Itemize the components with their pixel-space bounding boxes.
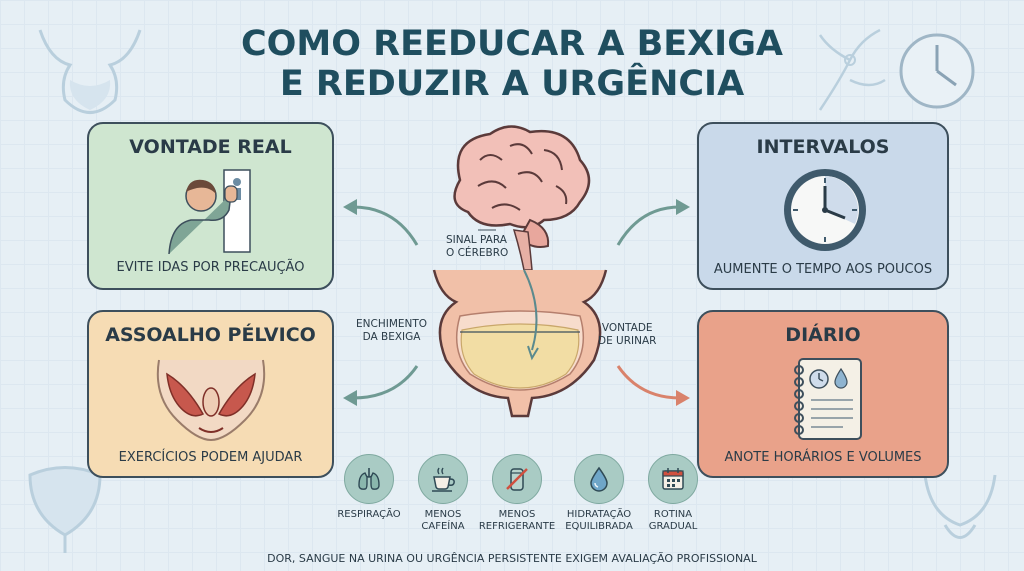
bladder-icon [432,269,608,418]
pelvic-floor-muscles-icon [156,359,266,442]
bladder-outline-decoration-bottom-left [28,466,102,553]
label-sinal-para-o-cerebro: SINAL PARA O CÉREBRO [446,234,509,259]
card-caption: EVITE IDAS POR PRECAUÇÃO [116,260,305,275]
title-line-2: E REDUZIR A URGÊNCIA [279,64,745,104]
card-caption: ANOTE HORÁRIOS E VOLUMES [724,450,922,465]
card-caption: EXERCÍCIOS PODEM AJUDAR [118,450,303,465]
person-waiting-icon [168,169,251,254]
brain-icon [453,125,591,271]
diary-notebook-icon [794,358,862,440]
card-title: DIÁRIO [785,324,861,346]
tip-rotina-gradual: ROTINA GRADUAL [634,454,712,533]
nerve-decoration-top-right [818,28,886,111]
card-title: INTERVALOS [756,136,890,158]
card-intervalos: INTERVALOS AUMENTE O TEMPO AOS POUCOS [697,122,949,290]
card-title: VONTADE REAL [129,136,292,158]
arrow-to-diario [616,365,690,406]
card-diario: DIÁRIO ANOTE HORÁRIOS E VOLUMES [697,310,949,478]
calendar-icon [662,468,684,490]
arrow-to-assoalho-pelvico [343,365,419,406]
arrow-to-intervalos [616,199,690,246]
title-line-1: COMO REEDUCAR A BEXIGA [240,24,784,64]
tip-menos-refrigerante: MENOS REFRIGERANTE [478,454,556,533]
tips-row: RESPIRAÇÃO MENOS CAFEÍNA MENOS RE [330,454,710,534]
bladder-outline-decoration-top-left [38,29,142,114]
brain-bladder-illustration [432,125,608,418]
card-assoalho-pelvico: ASSOALHO PÉLVICO EXERCÍCIOS PODEM AJUDAR [87,310,334,478]
tip-respiracao: RESPIRAÇÃO [330,454,408,521]
bladder-outline-decoration-bottom-right [923,474,997,539]
tip-menos-cafeina: MENOS CAFEÍNA [404,454,482,533]
tip-label: MENOS CAFEÍNA [421,509,465,532]
clock-icon [784,169,866,251]
clock-decoration-top-right [899,33,975,109]
footer-warning: DOR, SANGUE NA URINA OU URGÊNCIA PERSIST… [267,552,757,565]
page-title: COMO REEDUCAR A BEXIGA E REDUZIR A URGÊN… [0,24,1024,104]
soda-can-icon [506,468,528,491]
label-enchimento-da-bexiga: ENCHIMENTO DA BEXIGA [356,318,428,343]
card-caption: AUMENTE O TEMPO AOS POUCOS [713,262,933,277]
card-vontade-real: VONTADE REAL EVITE IDAS POR PRECAUÇÃO [87,122,334,290]
tip-label: MENOS REFRIGERANTE [478,509,556,532]
tip-hidratacao-equilibrada: HIDRATAÇÃO EQUILIBRADA [560,454,638,533]
label-vontade-de-urinar: VONTADE DE URINAR [598,322,657,347]
card-title: ASSOALHO PÉLVICO [105,324,316,346]
arrow-to-vontade-real [343,199,419,246]
tip-label: ROTINA GRADUAL [648,509,698,532]
water-drop-icon [590,466,608,492]
tip-label: RESPIRAÇÃO [337,509,401,520]
tip-label: HIDRATAÇÃO EQUILIBRADA [565,509,633,532]
lungs-icon [358,468,380,490]
coffee-cup-icon [432,467,455,492]
